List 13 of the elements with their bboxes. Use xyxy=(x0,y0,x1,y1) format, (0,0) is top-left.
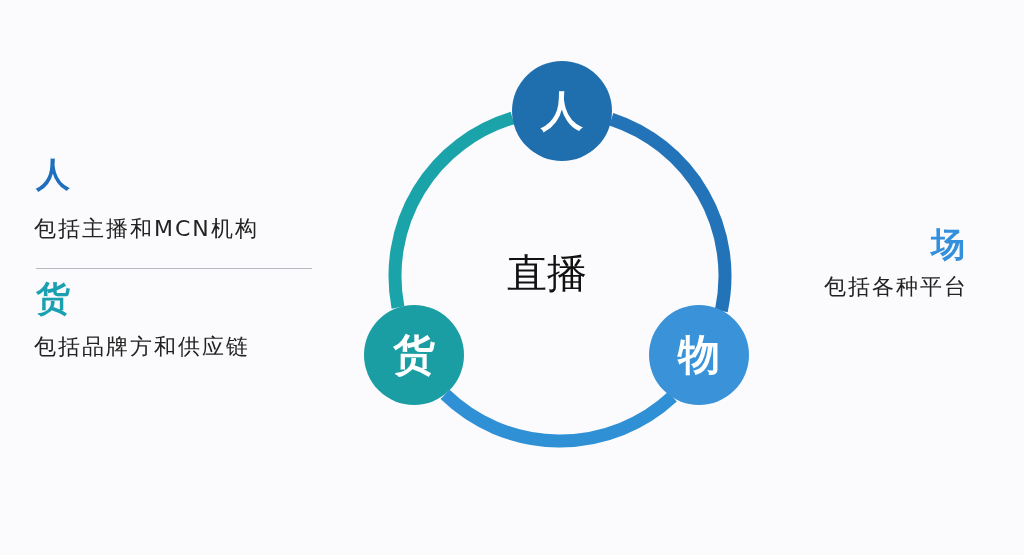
description: 包括各种平台 xyxy=(824,273,968,301)
ring-arc xyxy=(608,113,732,312)
circle-node: 人 xyxy=(512,61,612,161)
description: 包括主播和MCN机构 xyxy=(34,215,259,243)
ring-arc xyxy=(388,111,515,309)
heading: 人 xyxy=(36,153,70,196)
heading: 货 xyxy=(36,277,70,320)
circle-node: 货 xyxy=(364,305,464,405)
ring-arc xyxy=(440,389,677,448)
circle-node: 物 xyxy=(649,305,749,405)
description: 包括品牌方和供应链 xyxy=(34,333,250,361)
heading: 场 xyxy=(931,223,965,266)
center-label: 直播 xyxy=(507,249,587,298)
